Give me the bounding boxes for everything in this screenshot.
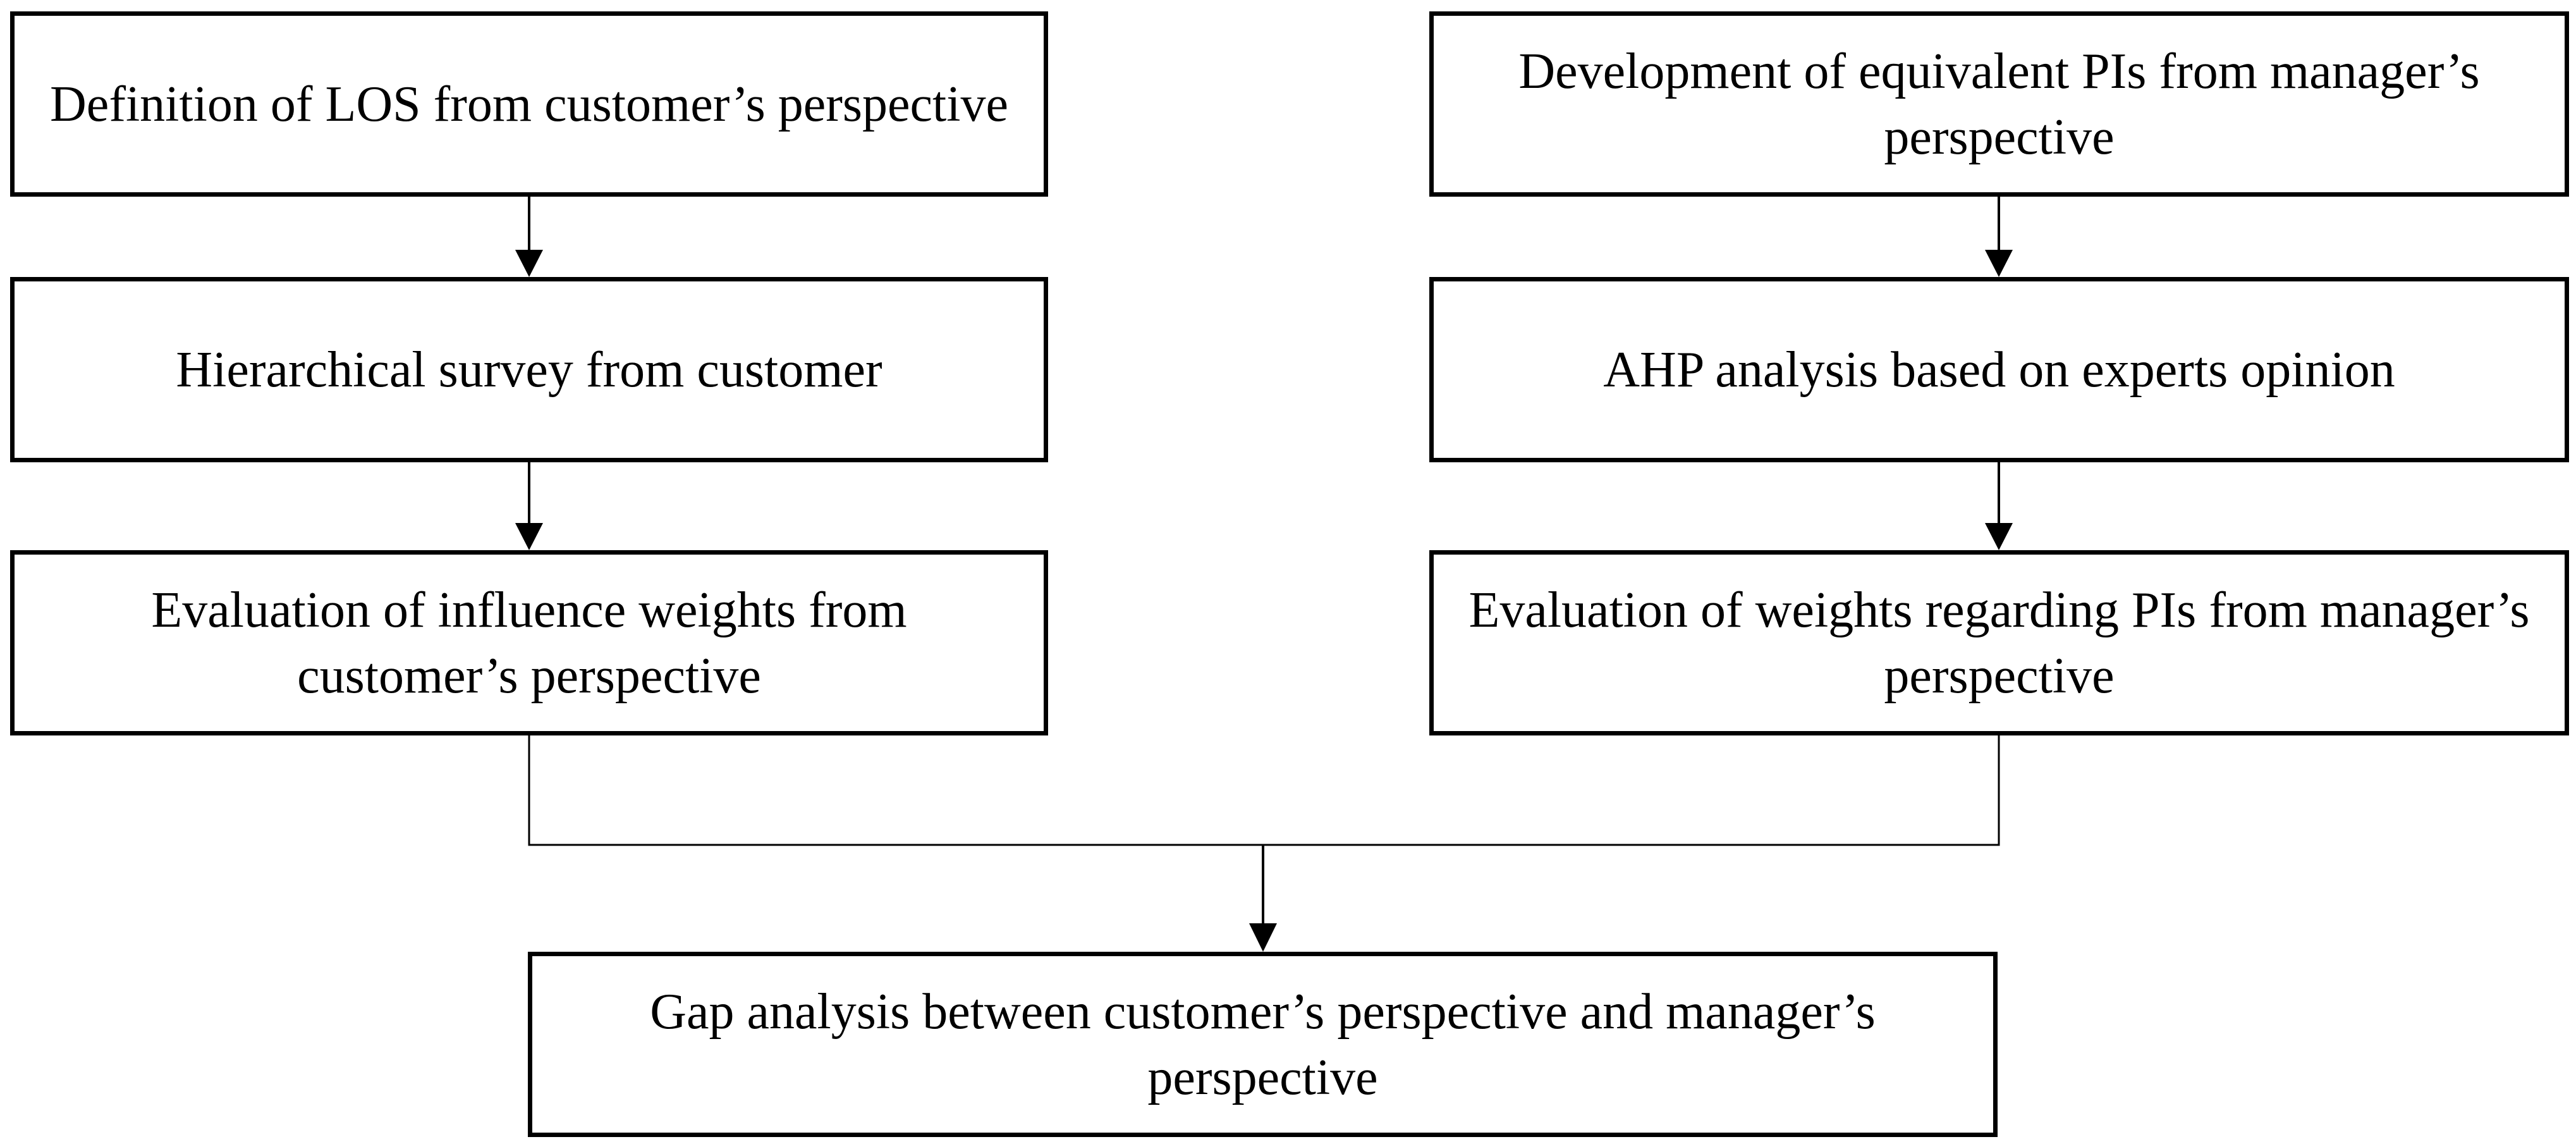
step-equivalent-pis: Development of equivalent PIs from manag… — [1429, 11, 2569, 197]
arrow-left-1-to-2 — [515, 197, 543, 277]
step-hierarchical-survey-label: Hierarchical survey from customer — [176, 341, 882, 398]
step-los-definition-label: Definition of LOS from customer’s perspe… — [50, 76, 1008, 132]
step-gap-analysis-label: Gap analysis between customer’s perspect… — [650, 983, 1876, 1105]
arrow-right-2-to-3 — [1985, 462, 2013, 550]
arrow-left-2-to-3 — [515, 462, 543, 550]
step-los-definition: Definition of LOS from customer’s perspe… — [10, 11, 1048, 197]
step-influence-weights-label: Evaluation of influence weights from cus… — [151, 582, 907, 704]
step-pi-weights-label: Evaluation of weights regarding PIs from… — [1468, 582, 2530, 704]
step-ahp-analysis-label: AHP analysis based on experts opinion — [1603, 341, 2395, 398]
step-ahp-analysis: AHP analysis based on experts opinion — [1429, 277, 2569, 462]
step-pi-weights: Evaluation of weights regarding PIs from… — [1429, 550, 2569, 735]
merge-connector — [528, 735, 2000, 952]
step-hierarchical-survey: Hierarchical survey from customer — [10, 277, 1048, 462]
step-equivalent-pis-label: Development of equivalent PIs from manag… — [1518, 43, 2480, 165]
arrow-right-1-to-2 — [1985, 197, 2013, 277]
step-influence-weights: Evaluation of influence weights from cus… — [10, 550, 1048, 735]
step-gap-analysis: Gap analysis between customer’s perspect… — [528, 952, 1998, 1137]
